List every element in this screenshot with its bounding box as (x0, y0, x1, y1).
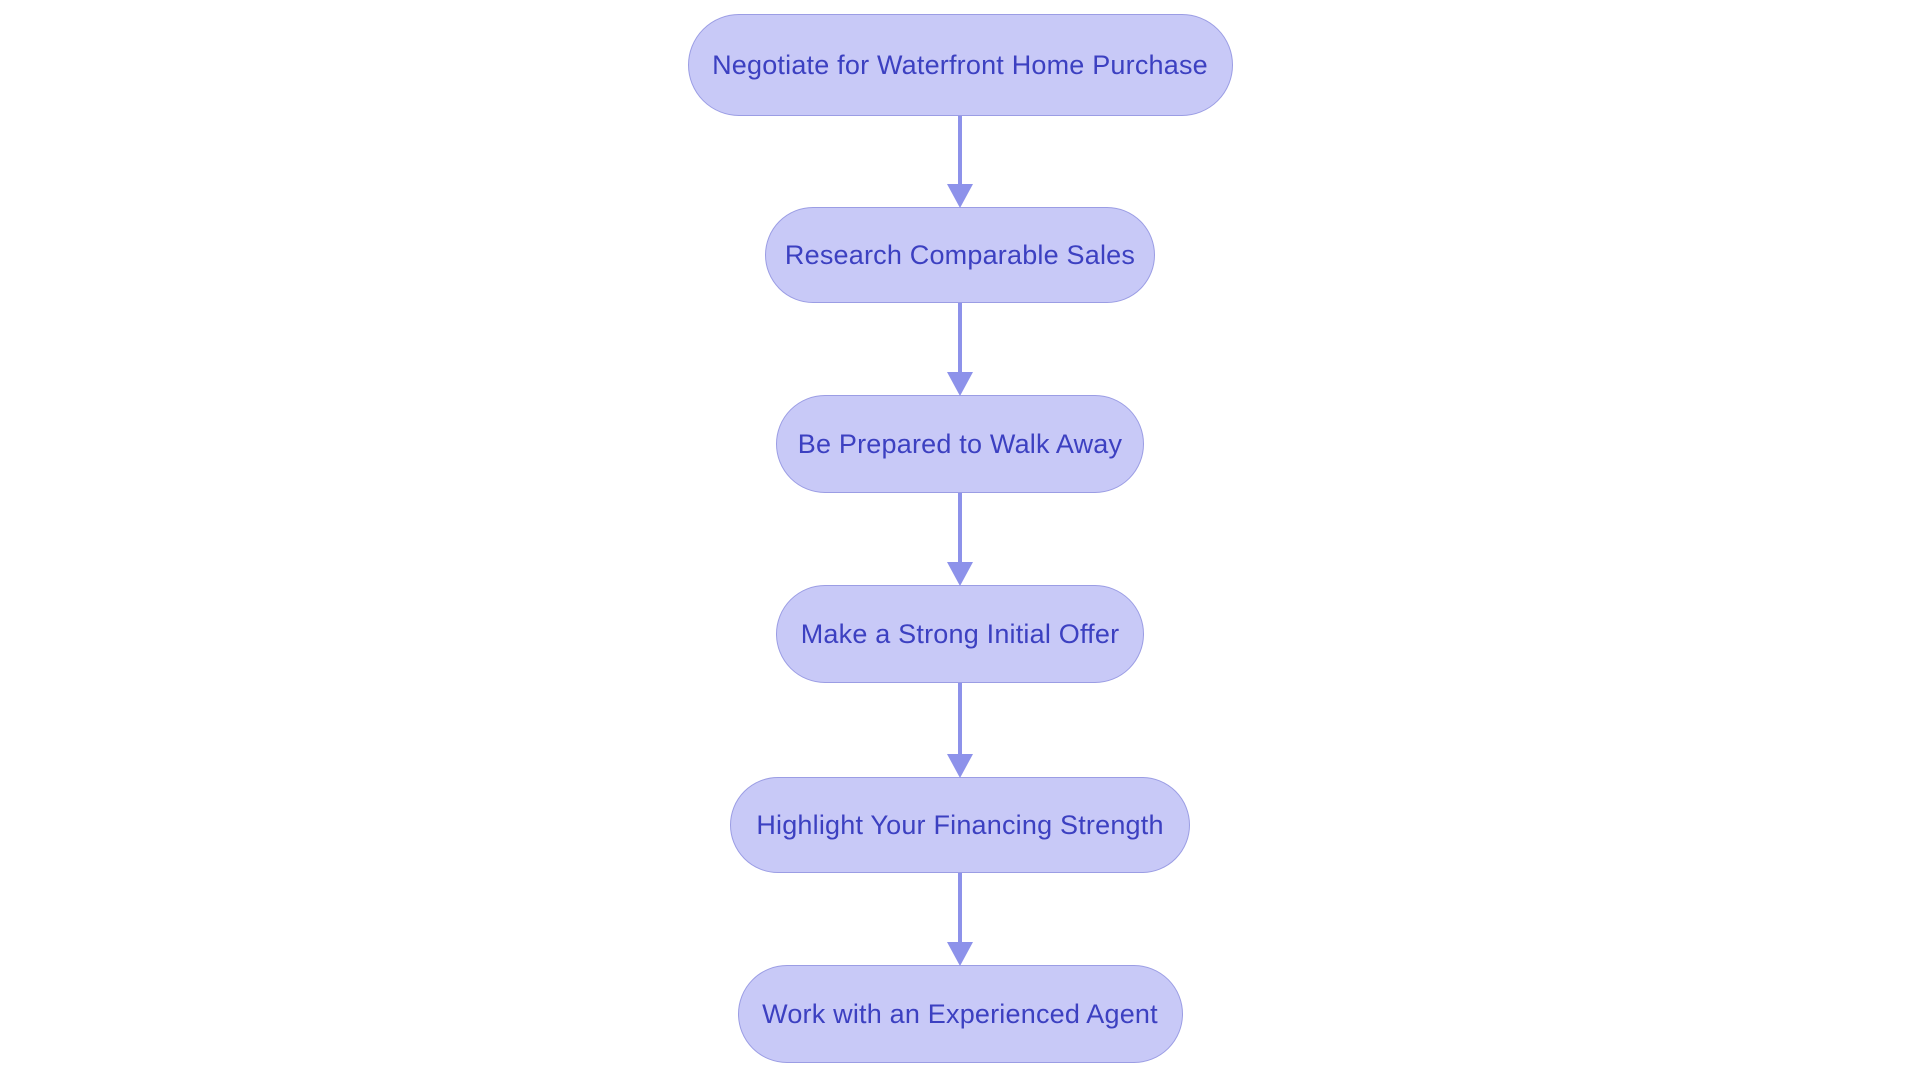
flow-node-be-prepared-to-walk-away: Be Prepared to Walk Away (776, 395, 1144, 493)
flow-node-highlight-your-financing-strength: Highlight Your Financing Strength (730, 777, 1190, 873)
flow-node-label: Research Comparable Sales (784, 239, 1136, 270)
flow-node-make-a-strong-initial-offer: Make a Strong Initial Offer (776, 585, 1144, 683)
flow-node-research-comparable-sales: Research Comparable Sales (765, 207, 1155, 303)
arrow-stem (958, 683, 962, 757)
flow-node-label: Highlight Your Financing Strength (756, 809, 1164, 840)
flow-node-work-with-an-experienced-agent: Work with an Experienced Agent (737, 965, 1183, 1063)
arrowhead-down-icon (947, 942, 973, 966)
arrow-stem (958, 116, 962, 187)
arrowhead-down-icon (947, 754, 973, 778)
arrowhead-down-icon (947, 372, 973, 396)
flow-node-label: Make a Strong Initial Offer (800, 618, 1120, 649)
flow-node-negotiate-waterfront-home-purchase: Negotiate for Waterfront Home Purchase (687, 14, 1233, 116)
arrowhead-down-icon (947, 562, 973, 586)
arrowhead-down-icon (947, 184, 973, 208)
arrow-stem (958, 873, 962, 945)
flow-node-label: Be Prepared to Walk Away (797, 428, 1123, 459)
arrow-stem (958, 493, 962, 565)
flow-node-label: Work with an Experienced Agent (762, 998, 1158, 1029)
arrow-stem (958, 303, 962, 375)
flow-node-label: Negotiate for Waterfront Home Purchase (712, 49, 1208, 80)
